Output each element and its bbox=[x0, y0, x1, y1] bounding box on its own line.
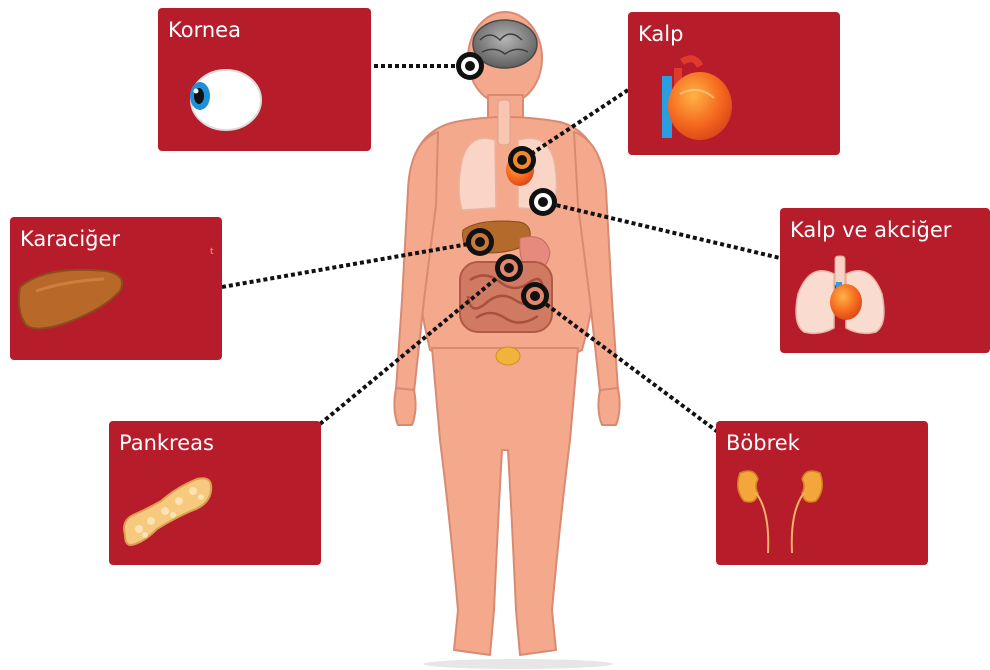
organ-label-kalp-akciger: Kalp ve akciğer bbox=[790, 218, 951, 242]
trachea bbox=[498, 100, 510, 145]
bladder-organ bbox=[496, 347, 520, 365]
organ-label-kornea: Kornea bbox=[168, 18, 241, 42]
eye-icon bbox=[176, 62, 266, 132]
floor-shadow bbox=[423, 659, 613, 669]
liver-icon bbox=[16, 267, 126, 337]
organ-label-pankreas: Pankreas bbox=[119, 431, 214, 455]
lungs-heart-icon bbox=[790, 254, 890, 339]
organ-card-pankreas: Pankreas bbox=[109, 421, 321, 565]
marker-kalp-akciger bbox=[529, 188, 557, 216]
marker-pankreas bbox=[495, 254, 523, 282]
organ-label-karaciger: Karaciğer bbox=[20, 227, 120, 251]
marker-karaciger bbox=[466, 228, 494, 256]
organ-card-kalp: Kalp bbox=[628, 12, 840, 155]
organ-card-bobrek: Böbrek bbox=[716, 421, 928, 565]
pancreas-icon bbox=[117, 465, 217, 555]
organ-card-kalp-akciger: Kalp ve akciğer bbox=[780, 208, 990, 353]
marker-bobrek bbox=[521, 282, 549, 310]
marker-kalp bbox=[508, 146, 536, 174]
organ-card-kornea: Kornea bbox=[158, 8, 371, 151]
stray-mark: t bbox=[210, 247, 214, 257]
organ-card-karaciger: Karaciğer t bbox=[10, 217, 222, 360]
organ-label-kalp: Kalp bbox=[638, 22, 683, 46]
heart-icon bbox=[654, 54, 744, 149]
kidneys-icon bbox=[730, 461, 830, 561]
organ-label-bobrek: Böbrek bbox=[726, 431, 800, 455]
marker-kornea bbox=[456, 52, 484, 80]
